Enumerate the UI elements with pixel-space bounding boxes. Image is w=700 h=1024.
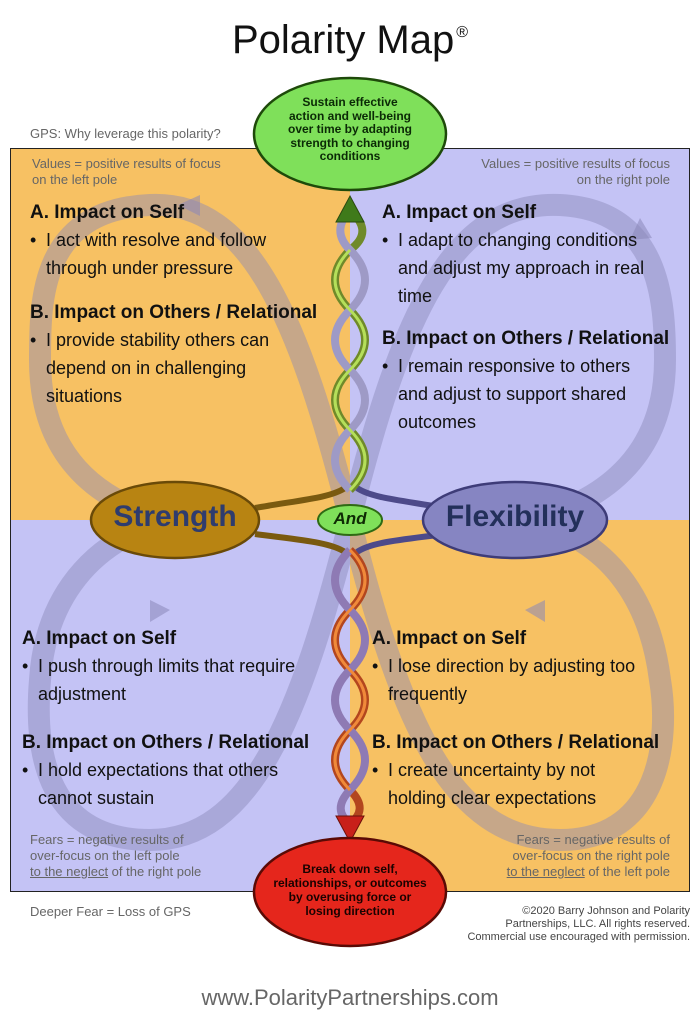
quadrant-upper-right: A. Impact on Self •I adapt to changing c…	[382, 202, 682, 436]
quadrant-upper-left-bg	[10, 148, 350, 520]
pole-flexibility-shape	[421, 480, 609, 560]
ul-impact-others-item: •I provide stability others can depend o…	[30, 330, 270, 406]
and-connector-shape	[317, 504, 383, 536]
ur-impact-self-item: •I adapt to changing conditions and adju…	[382, 230, 645, 306]
connector-left-lower	[254, 531, 347, 555]
quadrant-upper-left: A. Impact on Self •I act with resolve an…	[30, 202, 340, 410]
ll-impact-others-heading: B. Impact on Others / Relational	[22, 732, 310, 753]
ul-impact-self-item: •I act with resolve and follow through u…	[30, 230, 267, 278]
and-label: And	[333, 509, 367, 528]
ul-impact-self-heading: A. Impact on Self	[30, 202, 185, 223]
ul-impact-others-heading: B. Impact on Others / Relational	[30, 302, 318, 323]
quadrant-lower-left-bg	[10, 520, 350, 892]
gps-top-oval	[252, 76, 448, 192]
braid-lower-strand-b	[331, 547, 369, 826]
arrowhead-up	[335, 194, 365, 223]
ll-impact-self-heading: A. Impact on Self	[22, 628, 177, 649]
braid-upper-highlight	[333, 248, 367, 492]
gps-bottom-text: Break down self,relationships, or outcom…	[273, 862, 427, 918]
braid-upper-strand-b	[331, 209, 369, 493]
lr-impact-self-item: •I lose direction by adjusting too frequ…	[372, 656, 636, 704]
fears-note-right: Fears = negative results of over-focus o…	[506, 832, 670, 879]
ur-impact-self-heading: A. Impact on Self	[382, 202, 537, 223]
pole-strength-shape	[89, 480, 261, 560]
infinity-loop	[27, 193, 677, 852]
ll-impact-others-item: •I hold expectations that others cannot …	[22, 760, 279, 808]
loop-arrowhead-upper-left	[178, 195, 200, 216]
lr-impact-self-heading: A. Impact on Self	[372, 628, 527, 649]
loop-arrowhead-upper-right	[630, 218, 652, 240]
lr-impact-others-heading: B. Impact on Others / Relational	[372, 732, 660, 753]
quadrant-lower-right-bg	[350, 520, 690, 892]
loop-arrowhead-lower-right	[525, 600, 545, 622]
ll-impact-self-item: •I push through limits that require adju…	[22, 656, 296, 704]
ur-impact-others-heading: B. Impact on Others / Relational	[382, 328, 670, 349]
deeper-fear: Deeper Fear = Loss of GPS	[30, 904, 191, 919]
website-link[interactable]: www.PolarityPartnerships.com	[201, 985, 499, 1010]
quadrant-upper-right-bg	[350, 148, 690, 520]
lr-impact-others-item: •I create uncertainty by not holding cle…	[372, 760, 597, 808]
pole-strength-label: Strength	[113, 500, 237, 533]
gps-bottom-oval	[252, 836, 448, 948]
page-title: Polarity Map®	[231, 18, 469, 62]
braid-lower-highlight	[333, 548, 367, 792]
gps-question: GPS: Why leverage this polarity?	[30, 126, 221, 141]
trademark-symbol: ®	[456, 24, 469, 41]
fears-note-left: Fears = negative results of over-focus o…	[30, 832, 202, 879]
connector-left-upper	[254, 485, 347, 511]
arrowhead-down	[335, 815, 365, 844]
quadrant-lower-right: A. Impact on Self •I lose direction by a…	[372, 628, 682, 812]
loop-arrowhead-lower-left	[150, 600, 170, 622]
quadrant-lower-left: A. Impact on Self •I push through limits…	[22, 628, 342, 812]
ur-impact-others-item: •I remain responsive to others and adjus…	[382, 356, 631, 432]
pole-flexibility-label: Flexibility	[445, 500, 585, 533]
